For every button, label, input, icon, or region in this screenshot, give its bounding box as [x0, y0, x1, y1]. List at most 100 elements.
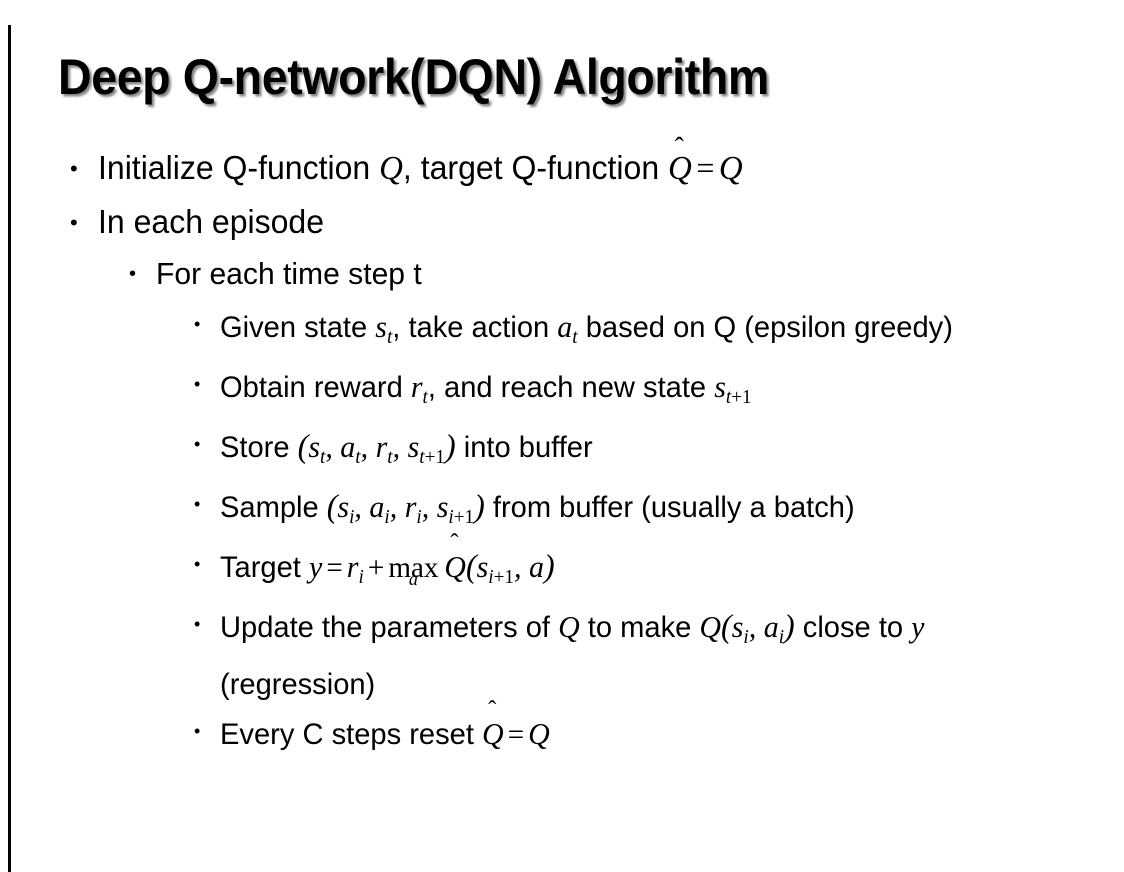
- math-variable: y: [911, 608, 925, 644]
- math-variable: rt: [410, 368, 428, 408]
- bullet-marker-icon: •: [194, 720, 201, 741]
- math-subscript: t+1: [419, 445, 446, 468]
- math-variable: Q: [528, 715, 550, 751]
- math-variable: ,: [421, 488, 437, 524]
- bullet-in-each-episode: • In each episode: [0, 200, 1124, 244]
- math-variable: si+1: [436, 488, 475, 528]
- bullet-text: Given state st, take action at based on …: [220, 309, 953, 348]
- math-subscript: t: [387, 445, 393, 468]
- bullet-text: Sample (si, ai, ri, si+1) from buffer (u…: [220, 488, 855, 528]
- math-subscript: i: [384, 505, 390, 528]
- math-variable: ,: [389, 488, 405, 524]
- bullet-text: In each episode: [98, 203, 325, 240]
- math-subscript: i+1: [448, 505, 475, 528]
- math-paren: (: [465, 548, 477, 585]
- math-variable: y: [308, 548, 323, 584]
- math-operator: =: [696, 151, 715, 187]
- bullet-initialize-q-function: • Initialize Q-function Q, target Q-funct…: [0, 132, 1124, 191]
- bullet-text: Update the parameters of Q to make Q(si,…: [220, 608, 925, 701]
- math-variable: ai: [369, 488, 390, 528]
- math-variable: st: [308, 428, 326, 468]
- bullet-text: Obtain reward rt, and reach new state st…: [220, 368, 752, 408]
- circumflex-hat-icon: ˆ: [674, 132, 684, 164]
- left-edge-rule: [8, 25, 11, 872]
- math-subscript: t+1: [725, 385, 752, 408]
- bullet-given-state-take-action: •Given state st, take action at based on…: [0, 303, 1124, 361]
- math-variable: st: [375, 309, 393, 348]
- math-paren: ): [445, 428, 456, 465]
- bullet-marker-icon: •: [194, 314, 201, 334]
- math-variable: ,: [360, 428, 376, 464]
- math-subscript: i: [778, 625, 785, 648]
- math-paren: ): [474, 488, 485, 525]
- math-paren: ): [784, 608, 795, 645]
- math-paren: (: [721, 608, 732, 645]
- bullet-store-into-buffer: • Store (st, at, rt, st+1) into buffer: [0, 423, 1124, 481]
- circumflex-hat-icon: ˆ: [488, 695, 497, 724]
- math-operator: =: [507, 717, 525, 751]
- math-subscript: t: [355, 445, 361, 468]
- circumflex-hat-icon: ˆ: [450, 529, 459, 558]
- bullet-marker-icon: •: [70, 210, 78, 235]
- math-paren: ): [543, 548, 555, 585]
- math-variable: Q: [699, 608, 722, 644]
- math-paren: (: [326, 488, 338, 525]
- bullet-marker-icon: •: [194, 373, 201, 394]
- bullet-obtain-reward: • Obtain reward rt, and reach new state s…: [0, 363, 1124, 421]
- math-subscript: t: [422, 385, 428, 408]
- bullet-text: Store (st, at, rt, st+1) into buffer: [220, 428, 593, 468]
- bullet-marker-icon: •: [129, 263, 137, 285]
- bullet-text: Initialize Q-function Q, target Q-functi…: [98, 132, 1054, 191]
- math-variable: Q: [379, 150, 403, 187]
- bullet-text: For each time step t: [156, 256, 422, 291]
- math-variable: ai: [763, 608, 785, 648]
- bullet-marker-icon: •: [194, 493, 201, 514]
- page-title: Deep Q-network(DQN) Algorithm: [58, 49, 769, 105]
- math-variable: ri: [346, 548, 364, 588]
- math-variable: at: [557, 309, 578, 348]
- algorithm-bullet-list: • Initialize Q-function Q, target Q-funct…: [0, 132, 1124, 760]
- math-variable: st+1: [714, 368, 752, 408]
- math-variable: si: [731, 608, 749, 648]
- math-variable: at: [340, 428, 361, 468]
- math-variable: Q: [718, 150, 743, 187]
- math-operator: +: [367, 550, 385, 584]
- math-paren: (: [297, 428, 309, 465]
- math-variable: Q: [558, 608, 580, 644]
- math-variable: a: [529, 548, 544, 584]
- math-subscript: i+1: [488, 565, 515, 588]
- math-variable: si+1: [476, 548, 515, 588]
- bullet-marker-icon: •: [70, 156, 78, 181]
- math-subscript: i: [358, 565, 364, 588]
- bullet-sample-from-buffer: • Sample (si, ai, ri, si+1) from buffer (…: [0, 483, 1124, 541]
- math-operator: =: [326, 550, 343, 584]
- math-subscript: i: [416, 505, 422, 528]
- bullet-update-parameters: • Update the parameters of Q to make Q(si…: [0, 603, 1124, 708]
- math-variable: ,: [514, 548, 530, 584]
- math-variable: rt: [375, 428, 393, 468]
- math-subscript: i: [349, 505, 355, 528]
- math-variable: ri: [404, 488, 422, 528]
- math-subscript: t: [386, 325, 393, 348]
- math-subscript: t: [319, 445, 326, 468]
- bullet-for-each-time-step: • For each time step t: [0, 253, 1124, 295]
- bullet-marker-icon: •: [194, 433, 201, 454]
- math-subscript: t: [572, 325, 578, 348]
- math-variable: ,: [325, 428, 341, 464]
- math-variable: ,: [392, 428, 408, 464]
- math-subscript: i: [743, 625, 749, 648]
- math-variable: si: [337, 488, 355, 528]
- bullet-marker-icon: •: [194, 553, 201, 574]
- bullet-marker-icon: •: [194, 613, 201, 634]
- math-max-limit: a: [408, 569, 418, 591]
- math-variable: ,: [748, 608, 764, 644]
